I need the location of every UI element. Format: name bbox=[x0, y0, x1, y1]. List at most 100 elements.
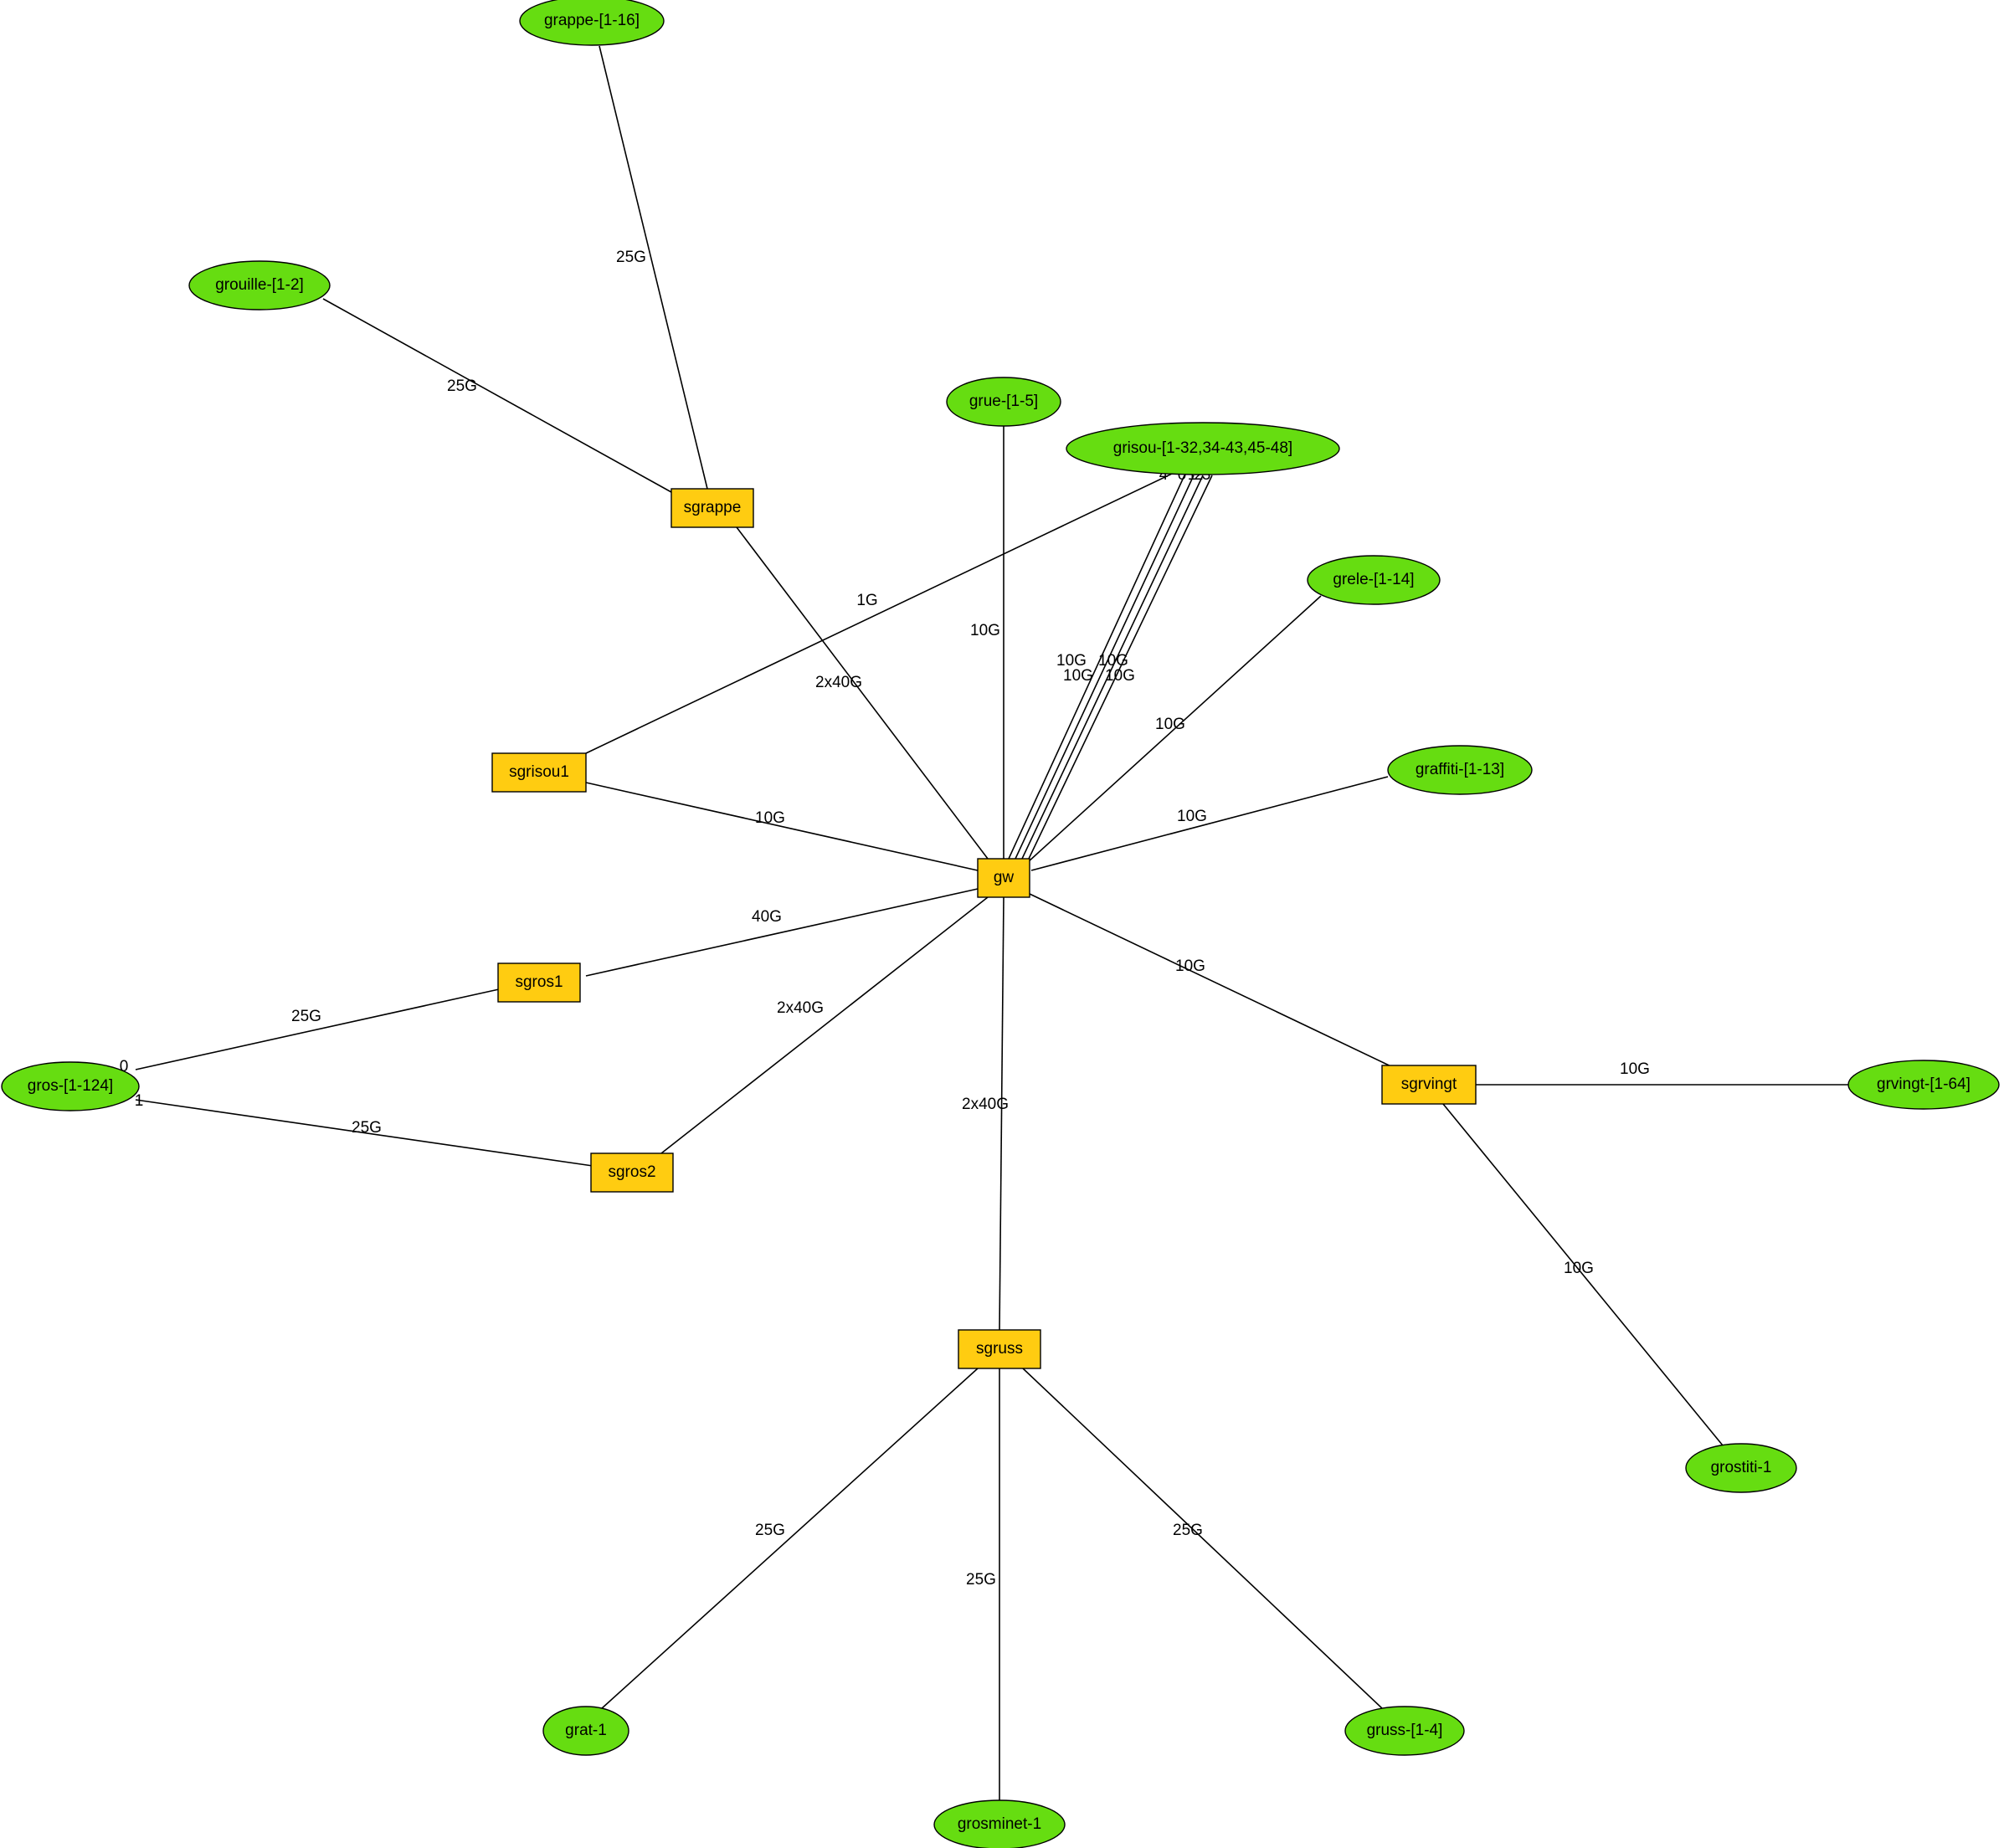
node-group-shape-grouille bbox=[188, 260, 331, 311]
switch-label-sgros1: sgros1 bbox=[515, 973, 563, 991]
node-group-label-grappe: grappe-[1-16] bbox=[544, 12, 640, 29]
edge-sgrisou1-grisou bbox=[585, 473, 1173, 754]
node-group-shape-grostiti bbox=[1685, 1443, 1797, 1493]
edge-label-sgros2-gw: 2x40G bbox=[777, 999, 824, 1017]
switch-label-sgruss: sgruss bbox=[976, 1340, 1023, 1358]
switch-label-sgros2: sgros2 bbox=[608, 1163, 655, 1181]
switch-sgros1[interactable]: sgros1 bbox=[497, 963, 581, 1003]
switch-gw[interactable]: gw bbox=[977, 858, 1030, 898]
port-gros-1: 1 bbox=[135, 1092, 144, 1110]
node-group-shape-grosminet bbox=[933, 1799, 1066, 1848]
switch-shape-sgros1 bbox=[497, 963, 581, 1003]
edge-label-gw-sgruss: 2x40G bbox=[962, 1096, 1009, 1113]
edge-gw-grisou-0 bbox=[1008, 475, 1185, 860]
edge-sgrisou1-gw bbox=[585, 782, 979, 871]
switch-shape-gw bbox=[977, 858, 1030, 898]
node-group-shape-grappe bbox=[519, 0, 665, 46]
node-group-grouille[interactable]: grouille-[1-2] bbox=[188, 260, 331, 311]
edge-label-grue-gw: 10G bbox=[970, 622, 1000, 639]
edge-sgros2-gw bbox=[660, 896, 989, 1154]
node-group-label-grouille: grouille-[1-2] bbox=[215, 276, 304, 294]
edge-label-gw-grisou-0: 10G bbox=[1056, 652, 1087, 670]
edge-label-sgrvingt-grvingt: 10G bbox=[1620, 1060, 1650, 1078]
edge-gw-grisou-1 bbox=[1015, 475, 1195, 860]
node-group-grue[interactable]: grue-[1-5] bbox=[946, 377, 1061, 427]
node-group-label-grisou: grisou-[1-32,34-43,45-48] bbox=[1113, 439, 1292, 457]
edge-grouille-sgrappe bbox=[322, 298, 672, 493]
edge-label-grele-gw: 10G bbox=[1155, 716, 1185, 733]
switch-label-sgrvingt: sgrvingt bbox=[1401, 1075, 1457, 1093]
node-group-shape-grisou bbox=[1066, 422, 1340, 475]
edge-label-sgrappe-gw: 2x40G bbox=[815, 674, 862, 691]
port-gros-0: 0 bbox=[120, 1058, 129, 1075]
node-group-shape-grvingt bbox=[1847, 1060, 2000, 1110]
edge-sgruss-grat bbox=[600, 1368, 979, 1710]
node-group-shape-grue bbox=[946, 377, 1061, 427]
port-grisou-0: 0 bbox=[1178, 466, 1187, 484]
switch-sgrappe[interactable]: sgrappe bbox=[671, 488, 754, 528]
edge-sgrappe-gw bbox=[736, 526, 989, 860]
node-group-label-gruss: gruss-[1-4] bbox=[1367, 1722, 1443, 1739]
node-group-grvingt[interactable]: grvingt-[1-64] bbox=[1847, 1060, 2000, 1110]
node-group-grat[interactable]: grat-1 bbox=[542, 1706, 629, 1756]
edge-grappe-sgrappe bbox=[599, 45, 708, 490]
node-group-label-grvingt: grvingt-[1-64] bbox=[1877, 1075, 1970, 1093]
edge-label-grouille-sgrappe: 25G bbox=[447, 377, 477, 395]
node-group-grele[interactable]: grele-[1-14] bbox=[1307, 555, 1441, 605]
switch-shape-sgrisou1 bbox=[491, 752, 587, 793]
edge-label-gros-sgros2: 25G bbox=[352, 1119, 382, 1137]
edge-label-sgrisou1-grisou: 1G bbox=[856, 592, 877, 609]
node-group-grappe[interactable]: grappe-[1-16] bbox=[519, 0, 665, 46]
edge-sgruss-gruss bbox=[1022, 1368, 1384, 1710]
edge-gw-sgruss bbox=[999, 896, 1004, 1331]
edge-gros-sgros1 bbox=[135, 988, 500, 1070]
node-group-shape-gros bbox=[1, 1061, 140, 1111]
edge-label-gw-grisou-2: 10G bbox=[1063, 667, 1093, 685]
edge-label-sgruss-grosminet: 25G bbox=[966, 1571, 996, 1589]
switch-shape-sgrvingt bbox=[1381, 1065, 1477, 1105]
switch-sgruss[interactable]: sgruss bbox=[958, 1329, 1041, 1369]
edge-gros-sgros2 bbox=[135, 1099, 593, 1167]
edge-gw-sgrvingt bbox=[1029, 893, 1399, 1070]
edge-label-sgrisou1-gw: 10G bbox=[755, 809, 785, 827]
node-group-label-grele: grele-[1-14] bbox=[1333, 571, 1414, 588]
switch-shape-sgrappe bbox=[671, 488, 754, 528]
node-group-shape-gruss bbox=[1344, 1706, 1465, 1756]
switch-sgrisou1[interactable]: sgrisou1 bbox=[491, 752, 587, 793]
switch-sgros2[interactable]: sgros2 bbox=[590, 1152, 674, 1193]
node-group-gros[interactable]: gros-[1-124] bbox=[1, 1061, 140, 1111]
switch-shape-sgruss bbox=[958, 1329, 1041, 1369]
switch-label-sgrisou1: sgrisou1 bbox=[509, 763, 569, 781]
edge-label-sgruss-gruss: 25G bbox=[1173, 1522, 1203, 1539]
port-grisou-4: 4 bbox=[1159, 466, 1169, 484]
edge-graffiti-gw bbox=[1030, 776, 1389, 871]
node-group-label-grostiti: grostiti-1 bbox=[1711, 1459, 1772, 1476]
edge-sgrvingt-grostiti bbox=[1442, 1103, 1724, 1446]
edge-label-graffiti-gw: 10G bbox=[1177, 808, 1207, 825]
node-group-label-grat: grat-1 bbox=[565, 1722, 607, 1739]
edge-label-sgruss-grat: 25G bbox=[755, 1522, 785, 1539]
node-group-shape-graffiti bbox=[1387, 745, 1533, 795]
edge-gw-sgros1 bbox=[585, 888, 979, 977]
edge-label-sgrvingt-grostiti: 10G bbox=[1564, 1260, 1594, 1277]
switch-sgrvingt[interactable]: sgrvingt bbox=[1381, 1065, 1477, 1105]
node-group-shape-grele bbox=[1307, 555, 1441, 605]
edge-label-grappe-sgrappe: 25G bbox=[616, 249, 646, 266]
node-group-label-grosminet: grosminet-1 bbox=[958, 1815, 1041, 1833]
node-group-label-grue: grue-[1-5] bbox=[969, 393, 1038, 410]
node-group-shape-grat bbox=[542, 1706, 629, 1756]
edge-label-gw-sgrvingt: 10G bbox=[1175, 957, 1205, 975]
node-group-grosminet[interactable]: grosminet-1 bbox=[933, 1799, 1066, 1848]
node-group-label-gros: gros-[1-124] bbox=[28, 1077, 113, 1095]
edge-grele-gw bbox=[1027, 595, 1322, 863]
node-group-grisou[interactable]: grisou-[1-32,34-43,45-48] bbox=[1066, 422, 1340, 475]
switch-label-sgrappe: sgrappe bbox=[684, 499, 742, 516]
port-labels-layer: 0140123 bbox=[120, 466, 1211, 1110]
node-group-grostiti[interactable]: grostiti-1 bbox=[1685, 1443, 1797, 1493]
node-group-gruss[interactable]: gruss-[1-4] bbox=[1344, 1706, 1465, 1756]
node-group-graffiti[interactable]: graffiti-[1-13] bbox=[1387, 745, 1533, 795]
edge-label-gw-grisou-1: 10G bbox=[1098, 652, 1128, 670]
